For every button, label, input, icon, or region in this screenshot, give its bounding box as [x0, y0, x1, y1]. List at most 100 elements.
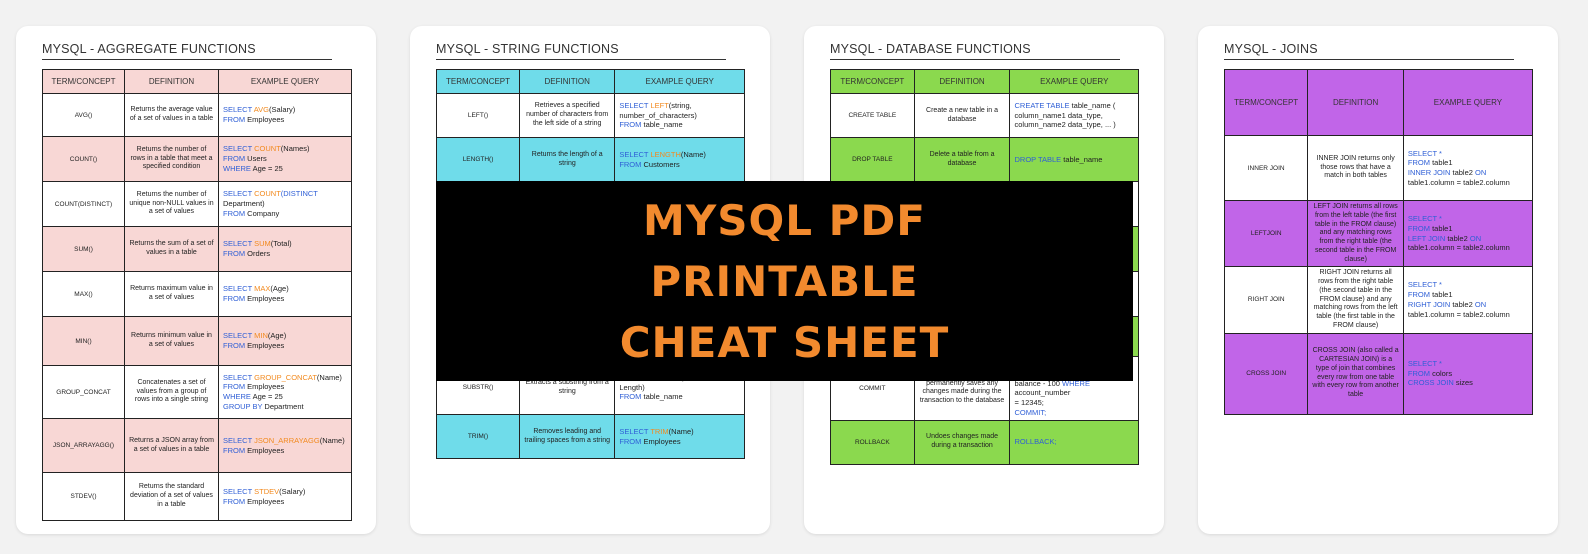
sql-text: Employees: [247, 496, 285, 506]
sql-function: MIN: [254, 331, 268, 341]
sql-keyword: FROM: [619, 159, 644, 169]
query-line: WHERE Age = 25: [223, 392, 347, 402]
query-line: FROM Company: [223, 209, 347, 219]
sql-text: (Name): [680, 149, 706, 159]
sql-keyword: FROM: [223, 294, 248, 303]
sql-function: COUNT: [254, 144, 281, 154]
column-header: EXAMPLE QUERY: [1402, 69, 1534, 136]
term-cell: SUM(): [42, 226, 125, 272]
sql-function: GROUP_CONCAT: [254, 372, 317, 382]
definition-cell: Returns a JSON array from a set of value…: [124, 418, 219, 473]
sql-keyword: ON: [1475, 168, 1487, 177]
definition-cell: Returns minimum value in a set of values: [124, 316, 219, 366]
sql-text: Employees: [247, 294, 285, 303]
query-line: SELECT *: [1408, 359, 1528, 369]
sql-text: table_name: [643, 392, 683, 402]
sql-keyword: WHERE: [1062, 378, 1090, 388]
column-header: DEFINITION: [1307, 69, 1404, 136]
sql-keyword: FROM: [223, 382, 248, 392]
sql-text: = 12345;: [1014, 398, 1044, 407]
term-cell: AVG(): [42, 93, 125, 137]
term-cell: MIN(): [42, 316, 125, 366]
sql-keyword: INNER JOIN: [1407, 168, 1453, 177]
column-header: EXAMPLE QUERY: [1009, 69, 1139, 94]
definition-cell: Delete a table from a database: [913, 137, 1011, 182]
query-line: SELECT COUNT(DISTINCT Department): [223, 189, 347, 209]
query-line: SELECT LENGTH(Name): [619, 150, 740, 160]
sql-keyword: FROM: [619, 120, 644, 130]
sql-keyword: (DISTINCT: [280, 189, 318, 199]
table-row: SUM()Returns the sum of a set of values …: [42, 226, 352, 272]
example-query-cell: DROP TABLE table_name: [1009, 137, 1139, 182]
query-line: SELECT LEFT(string,: [619, 101, 740, 111]
sql-text: Employees: [247, 382, 285, 392]
column-header: TERM/CONCEPT: [1223, 69, 1309, 136]
query-line: WHERE Age = 25: [223, 164, 347, 174]
query-line: SELECT AVG(Salary): [223, 105, 347, 115]
sql-text: Employees: [247, 341, 285, 350]
sql-keyword: FROM: [223, 154, 248, 164]
sql-text: Department: [264, 401, 304, 411]
column-header: DEFINITION: [519, 69, 616, 94]
banner-line: CHEAT SHEET: [619, 317, 950, 367]
query-line: FROM Employees: [223, 341, 347, 351]
query-line: DROP TABLE table_name: [1014, 155, 1134, 165]
query-line: SELECT *: [1408, 149, 1528, 159]
sql-keyword: SELECT: [223, 486, 255, 496]
term-cell: TRIM(): [435, 414, 521, 459]
term-cell: COUNT(): [42, 136, 125, 182]
example-query-cell: SELECT COUNT(DISTINCT Department)FROM Co…: [218, 181, 352, 227]
sql-text: Users: [247, 154, 267, 164]
sql-keyword: FROM: [223, 249, 248, 258]
term-cell: JSON_ARRAYAGG(): [42, 418, 125, 473]
column-header: TERM/CONCEPT: [830, 69, 915, 94]
query-line: FROM table_name: [619, 392, 740, 402]
query-line: INNER JOIN table2 ON: [1408, 168, 1528, 178]
sql-text: (Salary): [279, 486, 306, 496]
sql-text: account_number: [1014, 388, 1071, 398]
sql-keyword: FROM: [619, 436, 644, 446]
sql-text: table1: [1432, 223, 1453, 233]
example-query-cell: SELECT SUM(Total)FROM Orders: [218, 226, 352, 272]
term-cell: INNER JOIN: [1223, 135, 1309, 201]
definition-cell: RIGHT JOIN returns all rows from the rig…: [1307, 266, 1404, 334]
query-line: column_name2 data_type, ... ): [1014, 120, 1134, 130]
sql-text: (Total): [270, 239, 292, 249]
term-cell: CROSS JOIN: [1223, 332, 1309, 415]
sql-keyword: ON: [1474, 299, 1487, 309]
query-line: FROM Employees: [223, 382, 347, 392]
sql-keyword: FROM: [1407, 223, 1433, 233]
term-cell: MAX(): [42, 271, 125, 317]
query-line: = 12345;: [1014, 398, 1134, 408]
query-line: FROM Employees: [223, 115, 347, 125]
definition-cell: CROSS JOIN (also called a CARTESIAN JOIN…: [1307, 332, 1404, 415]
sql-text: Orders: [247, 249, 271, 258]
query-line: FROM Employees: [619, 437, 740, 447]
table-row: COUNT(DISTINCT)Returns the number of uni…: [42, 181, 352, 227]
sql-function: SUM: [254, 239, 271, 249]
sql-text: (Age): [270, 284, 289, 294]
column-header: TERM/CONCEPT: [435, 69, 521, 94]
example-query-cell: SELECT JSON_ARRAYAGG(Name)FROM Employees: [218, 418, 352, 473]
banner-line: PRINTABLE: [650, 256, 919, 306]
sql-keyword: GROUP BY: [223, 401, 265, 411]
column-header: DEFINITION: [913, 69, 1011, 94]
sql-text: table2: [1452, 168, 1476, 177]
definition-cell: Undoes changes made during a transaction: [913, 419, 1011, 465]
sql-keyword: SELECT: [619, 100, 651, 110]
sql-keyword: FROM: [1407, 290, 1433, 300]
sql-text: table1: [1432, 158, 1453, 168]
sql-text: (Names): [280, 144, 310, 154]
sql-text: (Salary): [269, 105, 296, 115]
sql-keyword: FROM: [223, 445, 248, 455]
sql-keyword: WHERE: [223, 163, 253, 173]
sql-function: AVG: [253, 105, 270, 115]
sql-text: table2: [1452, 299, 1475, 309]
query-line: FROM Employees: [223, 497, 347, 507]
table-row: LEFT()Retrieves a specified number of ch…: [435, 93, 745, 138]
